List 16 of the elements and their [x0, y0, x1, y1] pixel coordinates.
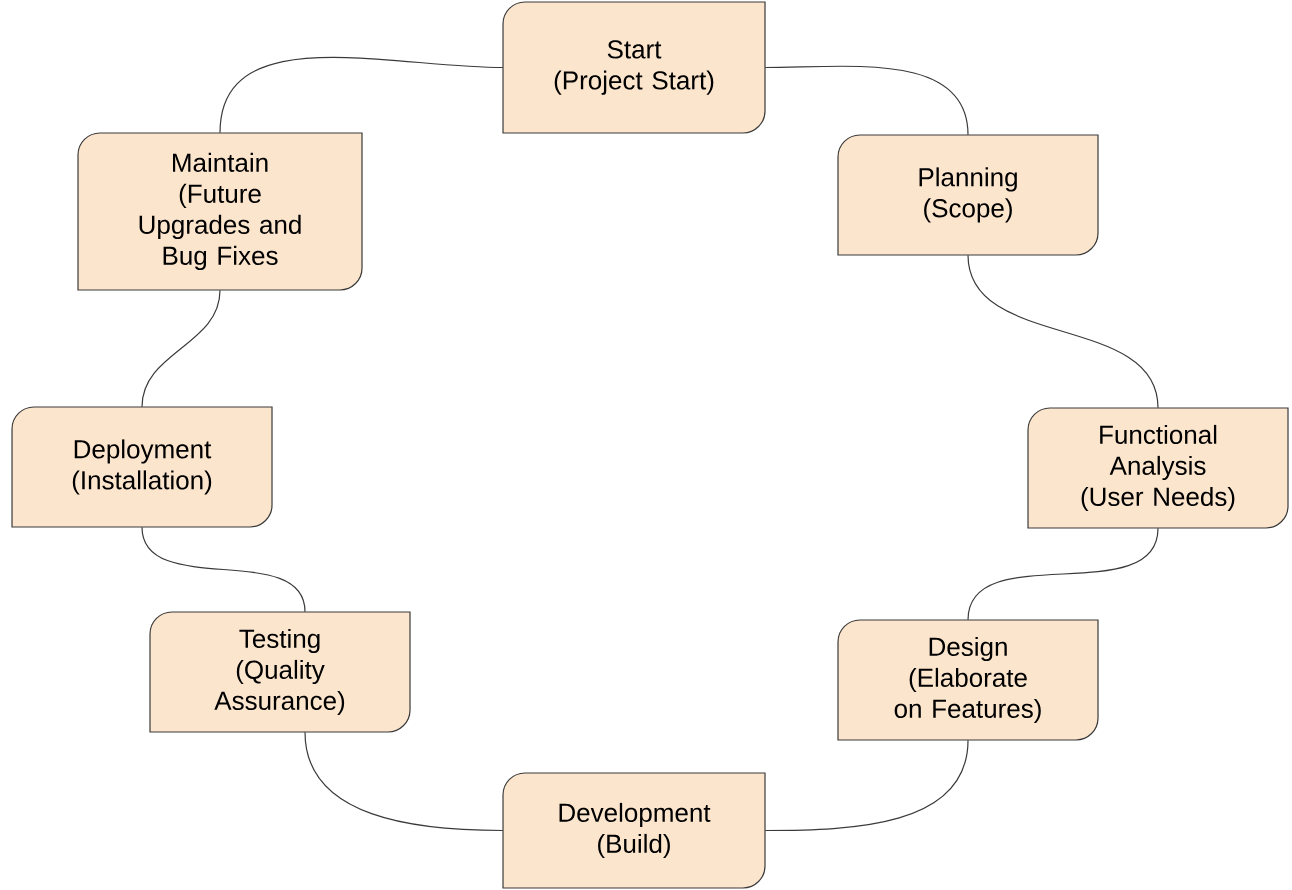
- connector-line: [141, 526, 306, 613]
- process-box: Planning (Scope): [837, 134, 1099, 256]
- connector-line: [764, 739, 969, 832]
- connector-line: [967, 254, 1159, 409]
- connector-line: [141, 289, 221, 408]
- process-box: Design (Elaborate on Features): [837, 619, 1099, 741]
- process-box: Development (Build): [502, 772, 766, 889]
- process-box: Functional Analysis (User Needs): [1027, 407, 1289, 529]
- connector-line: [764, 65, 969, 136]
- connector-line: [304, 731, 504, 832]
- connector-line: [219, 57, 504, 134]
- process-box: Deployment (Installation): [11, 406, 273, 528]
- connector-line: [967, 527, 1159, 621]
- process-box: Start (Project Start): [502, 1, 766, 134]
- process-box: Maintain (Future Upgrades and Bug Fixes: [77, 132, 363, 291]
- process-box: Testing (Quality Assurance): [149, 611, 411, 733]
